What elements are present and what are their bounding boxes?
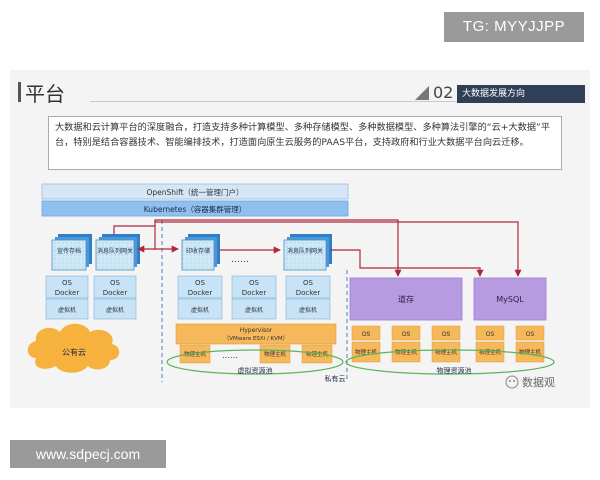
title-accent-bar [18, 82, 21, 102]
virtual-pool-ellipse [166, 349, 344, 375]
svg-text:虚拟机: 虚拟机 [299, 306, 317, 314]
svg-text:物理主机: 物理主机 [264, 350, 287, 358]
physical-column-4: OS 物理主机 [475, 325, 505, 363]
left-os-docker-2: OS Docker 虚拟机 [93, 275, 137, 320]
svg-text:虚拟机: 虚拟机 [245, 306, 263, 314]
svg-text:OS: OS [362, 331, 371, 338]
private-cloud-label: 私有云 [325, 374, 346, 383]
svg-text:（VMware ESXi / KVM）: （VMware ESXi / KVM） [224, 335, 288, 342]
svg-text:Hypervisor: Hypervisor [240, 327, 273, 334]
architecture-diagram: OpenShift（统一管理门户） Kubernetes（容器集群管理） 宣传存… [27, 183, 555, 389]
svg-text:物理主机: 物理主机 [479, 348, 502, 356]
virtual-pool-label: 虚拟资源池 [238, 366, 273, 375]
storage-box: 道存 [349, 277, 463, 321]
svg-text:物理主机: 物理主机 [435, 348, 458, 356]
page-title: 平台 [25, 82, 65, 106]
watermark-url-badge: www.sdpecj.com [10, 440, 166, 468]
left-app-stack-1: 宣传存档 [51, 234, 92, 271]
svg-text:物理主机: 物理主机 [395, 348, 418, 356]
svg-text:Docker: Docker [55, 289, 80, 297]
svg-text:虚拟机: 虚拟机 [106, 306, 124, 314]
mid-app-stack-2: 消息队列网关 [283, 234, 332, 271]
svg-text:OS: OS [442, 331, 451, 338]
svg-text:宣传存档: 宣传存档 [57, 247, 81, 255]
public-cloud: 公有云 [27, 323, 120, 373]
section-triangle-icon [415, 86, 429, 100]
svg-text:消息队列网关: 消息队列网关 [97, 247, 133, 255]
left-os-docker-1: OS Docker 虚拟机 [45, 275, 89, 320]
mid-os-docker-1: OS Docker 虚拟机 [177, 275, 223, 320]
hypervisor-block: Hypervisor （VMware ESXi / KVM） [175, 323, 337, 345]
kubernetes-bar [41, 200, 349, 217]
virtual-physical-host-1: 物理主机 [179, 344, 211, 364]
mid-os-docker-3: OS Docker 虚拟机 [285, 275, 331, 320]
svg-text:Docker: Docker [242, 289, 267, 297]
mysql-box: MySQL [473, 277, 547, 321]
svg-text:虚拟机: 虚拟机 [191, 306, 209, 314]
slide-header: 平台 02 大数据发展方向 [10, 70, 590, 110]
svg-text:OS: OS [303, 279, 314, 287]
logo-text: 数据观 [522, 375, 555, 389]
datagov-logo: 数据观 [505, 375, 555, 389]
intro-text: 大数据和云计算平台的深度融合，打造支持多种计算模型、多种存储模型、多种数据模型、… [48, 116, 562, 170]
red-connectors [113, 219, 522, 277]
svg-text:OS: OS [526, 331, 535, 338]
section-number: 02 [433, 83, 454, 102]
slide-panel: 平台 02 大数据发展方向 大数据和云计算平台的深度融合，打造支持多种计算模型、… [10, 70, 590, 408]
header-divider [90, 101, 560, 102]
physical-column-1: OS 物理主机 [351, 325, 381, 363]
physical-pool-label: 物理资源池 [437, 366, 472, 375]
svg-text:OS: OS [110, 279, 121, 287]
openshift-label: OpenShift（统一管理门户） [146, 187, 243, 197]
watermark-tg-badge: TG: MYYJJPP [444, 12, 584, 42]
svg-text:印收存储: 印收存储 [186, 247, 210, 255]
svg-text:OS: OS [486, 331, 495, 338]
physical-column-3: OS 物理主机 [431, 325, 461, 363]
physical-pool-ellipse [345, 349, 555, 375]
physical-column-5: OS 物理主机 [515, 325, 545, 363]
svg-text:虚拟机: 虚拟机 [58, 306, 76, 314]
svg-text:消息队列网关: 消息队列网关 [287, 247, 323, 255]
mid-app-ellipsis: …… [231, 255, 249, 265]
svg-text:OS: OS [402, 331, 411, 338]
svg-text:物理主机: 物理主机 [355, 348, 378, 356]
svg-text:OS: OS [62, 279, 73, 287]
mysql-label: MySQL [496, 295, 524, 304]
public-cloud-label: 公有云 [62, 347, 86, 357]
svg-text:Docker: Docker [103, 289, 128, 297]
physical-column-2: OS 物理主机 [391, 325, 421, 363]
kubernetes-label: Kubernetes（容器集群管理） [144, 204, 246, 214]
section-label: 大数据发展方向 [457, 85, 585, 103]
mid-app-stack-1: 印收存储 [181, 234, 220, 271]
svg-text:Docker: Docker [296, 289, 321, 297]
svg-text:Docker: Docker [188, 289, 213, 297]
svg-text:OS: OS [195, 279, 206, 287]
left-app-stack-2: 消息队列网关 [95, 234, 140, 271]
storage-label: 道存 [398, 294, 414, 304]
virtual-physical-host-2: 物理主机 [259, 344, 291, 364]
mid-os-docker-2: OS Docker 虚拟机 [231, 275, 277, 320]
svg-text:物理主机: 物理主机 [519, 348, 542, 356]
host-ellipsis: …… [222, 351, 238, 360]
svg-text:OS: OS [249, 279, 260, 287]
openshift-bar [41, 183, 349, 200]
svg-text:物理主机: 物理主机 [184, 350, 207, 358]
